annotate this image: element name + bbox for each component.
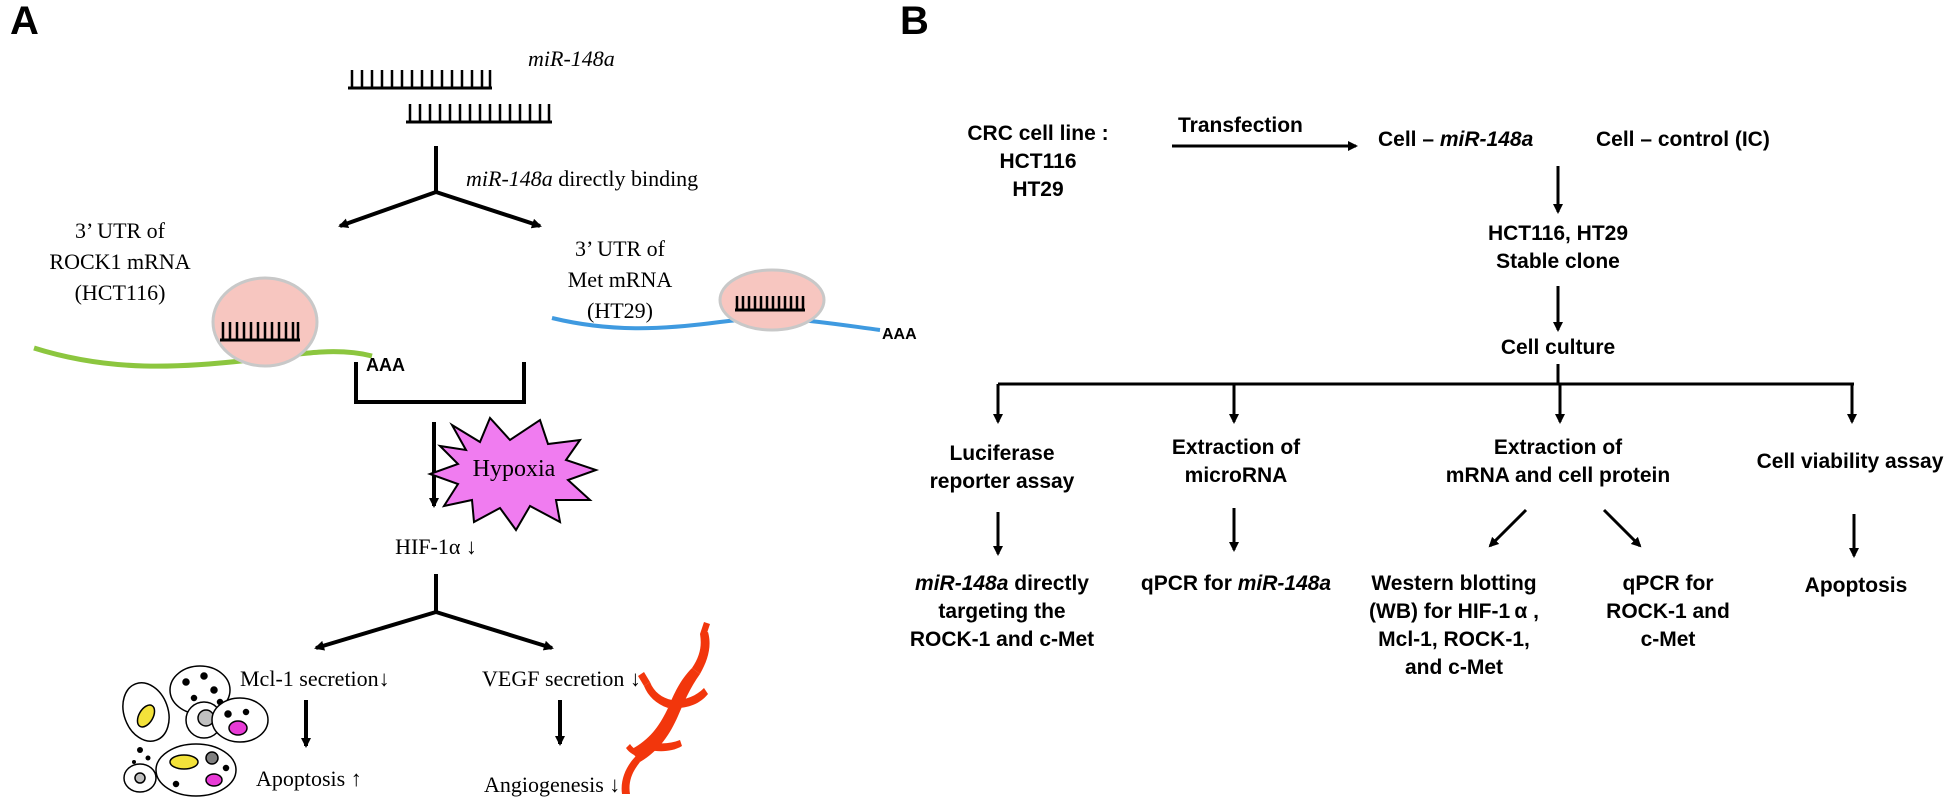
rock1-mrna-strand: [33, 345, 373, 369]
extraction-mirna-label-2: microRNA: [1185, 464, 1288, 487]
crc-line-label-1: CRC cell line :: [967, 122, 1108, 145]
met-bound-mirna-icon: [735, 296, 805, 312]
western-blot-label-2: (WB) for HIF-1 α ,: [1369, 600, 1539, 623]
hif-label: HIF-1α ↓: [395, 534, 477, 559]
rock1-utr-label-1: 3’ UTR of: [75, 218, 166, 243]
culture-label: Cell culture: [1501, 336, 1615, 359]
apoptosis-result-label: Apoptosis: [1805, 574, 1908, 597]
met-utr-label-3: (HT29): [587, 298, 653, 323]
apoptotic-cells-icon: [122, 665, 269, 797]
rock1-polya: AAA: [366, 355, 405, 375]
vegf-label: VEGF secretion ↓: [482, 666, 641, 691]
met-utr-label-2: Met mRNA: [568, 267, 673, 292]
panel-a-letter: A: [10, 0, 39, 43]
hif-split-arrow: [314, 574, 554, 651]
hypoxia-starburst: [427, 416, 600, 532]
cell-control-label: Cell – control (IC): [1596, 128, 1770, 151]
luciferase-label-2: reporter assay: [930, 470, 1075, 493]
extraction-mirna-label-1: Extraction of: [1172, 436, 1301, 459]
western-blot-label-4: and c-Met: [1405, 656, 1503, 679]
qpcr-rock-label-1: qPCR for: [1623, 572, 1714, 595]
met-utr-label-1: 3’ UTR of: [575, 236, 666, 261]
crc-line-label-2: HCT116: [999, 150, 1076, 173]
western-blot-label-1: Western blotting: [1371, 572, 1536, 595]
blood-vessel-icon: [621, 622, 710, 794]
panel-b-letter: B: [900, 0, 929, 43]
culture-branch-lines: [993, 364, 1857, 424]
binding-split-arrow: [338, 146, 542, 229]
mirna-label: miR-148a: [528, 46, 615, 71]
rock1-utr-label-2: ROCK1 mRNA: [49, 249, 190, 274]
merge-bracket: [354, 362, 526, 404]
result-arrows: [993, 508, 1859, 558]
transfection-label: Transfection: [1178, 114, 1303, 137]
apoptosis-label: Apoptosis ↑: [256, 766, 362, 791]
angiogenesis-label: Angiogenesis ↓: [484, 772, 620, 797]
luciferase-result-2: targeting the: [938, 600, 1065, 623]
mirna-duplex-icon: [348, 70, 552, 124]
extraction-mrna-label-2: mRNA and cell protein: [1446, 464, 1670, 487]
panel-a: A miR-148a miR-148a directly binding 3’ …: [10, 0, 917, 797]
binding-label: miR-148a directly binding: [466, 166, 698, 191]
viability-label: Cell viability assay: [1757, 450, 1944, 473]
extraction-mrna-label-1: Extraction of: [1494, 436, 1623, 459]
qpcr-rock-label-2: ROCK-1 and: [1606, 600, 1730, 623]
stable-label-1: HCT116, HT29: [1488, 222, 1628, 245]
luciferase-label-1: Luciferase: [949, 442, 1054, 465]
qpcr-mirna-label: qPCR for miR-148a: [1141, 572, 1332, 595]
hypoxia-label: Hypoxia: [473, 456, 556, 482]
western-blot-label-3: Mcl-1, ROCK-1,: [1378, 628, 1530, 651]
panel-b: B CRC cell line : HCT116 HT29 Transfecti…: [900, 0, 1944, 679]
crc-line-label-3: HT29: [1012, 178, 1063, 201]
stable-label-2: Stable clone: [1496, 250, 1620, 273]
rock1-bound-mirna-icon: [220, 322, 300, 342]
qpcr-rock-label-3: c-Met: [1641, 628, 1696, 651]
met-polya: AAA: [882, 326, 917, 343]
luciferase-result-1: miR-148a directly: [915, 572, 1089, 595]
rock1-utr-label-3: (HCT116): [75, 280, 166, 305]
luciferase-result-3: ROCK-1 and c-Met: [910, 628, 1094, 651]
cell-mir-label: Cell – miR-148a: [1378, 128, 1534, 151]
met-mrna-strand: [551, 316, 881, 332]
mcl1-label: Mcl-1 secretion↓: [240, 666, 390, 691]
